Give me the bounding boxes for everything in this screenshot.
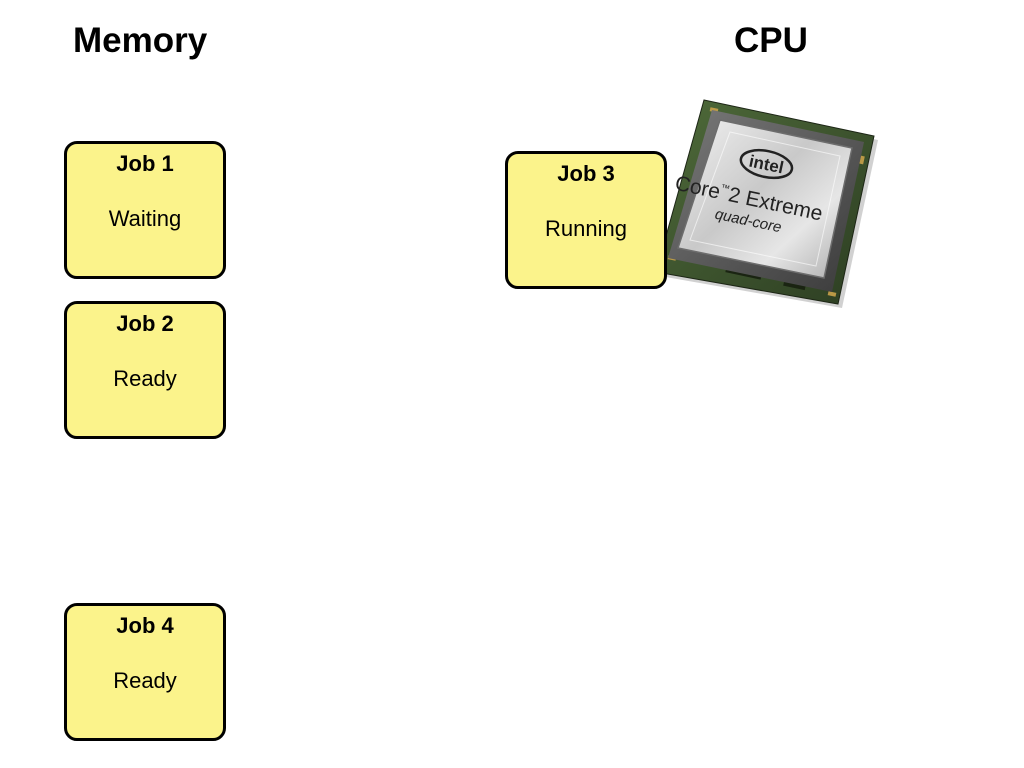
cpu-heading: CPU: [734, 21, 808, 60]
job-name: Job 2: [116, 311, 174, 336]
job-state: Ready: [113, 668, 177, 693]
job-state: Running: [545, 216, 627, 241]
job-state: Waiting: [108, 206, 182, 231]
job-4-box: Job 4 Ready: [64, 603, 226, 741]
job-3-box: Job 3 Running: [505, 151, 667, 289]
job-name: Job 1: [116, 151, 174, 176]
cpu-chip-icon: intel Core™2 Extreme quad-core: [638, 96, 888, 311]
job-name: Job 4: [116, 613, 174, 638]
job-2-box: Job 2 Ready: [64, 301, 226, 439]
job-state: Ready: [113, 366, 177, 391]
job-name: Job 3: [557, 161, 615, 186]
job-1-box: Job 1 Waiting: [64, 141, 226, 279]
memory-heading: Memory: [73, 21, 208, 60]
cpu-model-tm: ™: [720, 182, 731, 194]
cpu-chip-graphic: intel Core™2 Extreme quad-core: [655, 99, 878, 308]
